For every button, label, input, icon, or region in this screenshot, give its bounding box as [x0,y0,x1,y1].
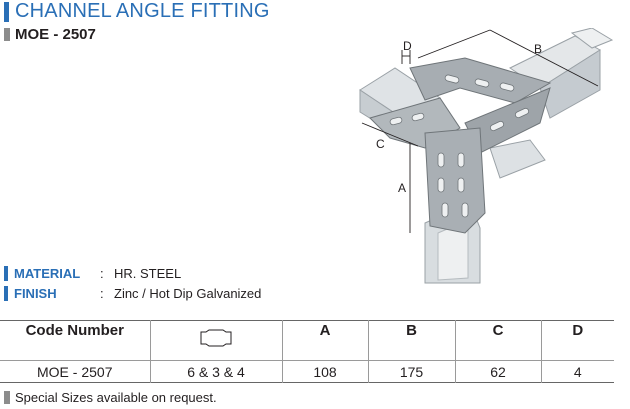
header-c: C [454,320,541,361]
spec-table: Code Number A B C D MOE - 2507 6 & 3 & 4… [0,320,614,383]
finish-bar [4,285,8,301]
fitting-illustration: D B C A [359,28,614,284]
material-label: MATERIAL [14,265,81,281]
header-hole-shape [149,320,282,361]
cell-d: 4 [540,360,614,383]
cell-a: 108 [281,360,368,383]
product-code: MOE - 2507 [15,26,96,43]
dimension-a-label: A [398,181,406,195]
note-block: Special Sizes available on request. [4,390,217,405]
finish-label: FINISH [14,285,57,301]
material-value: HR. STEEL [114,265,182,281]
hole-shape-icon [200,329,232,347]
header-code-number: Code Number [25,322,124,339]
dimension-d-label: D [403,39,412,53]
product-code-bar [4,28,10,41]
specs-block: MATERIAL : HR. STEEL FINISH : Zinc / Hot… [4,263,261,303]
cell-code: MOE - 2507 [37,363,113,380]
cell-c: 62 [454,360,541,383]
table-header-row: Code Number A B C D [0,320,614,361]
finish-row: FINISH : Zinc / Hot Dip Galvanized [4,283,261,303]
page-title: CHANNEL ANGLE FITTING [15,0,270,22]
header-a: A [281,320,368,361]
material-bar [4,265,8,281]
header-b: B [367,320,455,361]
table-row: MOE - 2507 6 & 3 & 4 108 175 62 4 [0,360,614,383]
finish-separator: : [100,285,104,301]
cell-b: 175 [367,360,455,383]
title-accent-bar [4,1,9,22]
material-separator: : [100,265,104,281]
dimension-b-label: B [534,42,542,56]
product-code-block: MOE - 2507 [4,26,96,43]
title-block: CHANNEL ANGLE FITTING [4,0,270,23]
cell-holes: 6 & 3 & 4 [149,360,282,383]
header-d: D [540,320,614,361]
material-row: MATERIAL : HR. STEEL [4,263,261,283]
note-bar [4,391,10,404]
dimension-c-label: C [376,137,385,151]
finish-value: Zinc / Hot Dip Galvanized [114,285,262,301]
special-sizes-note: Special Sizes available on request. [15,390,217,405]
